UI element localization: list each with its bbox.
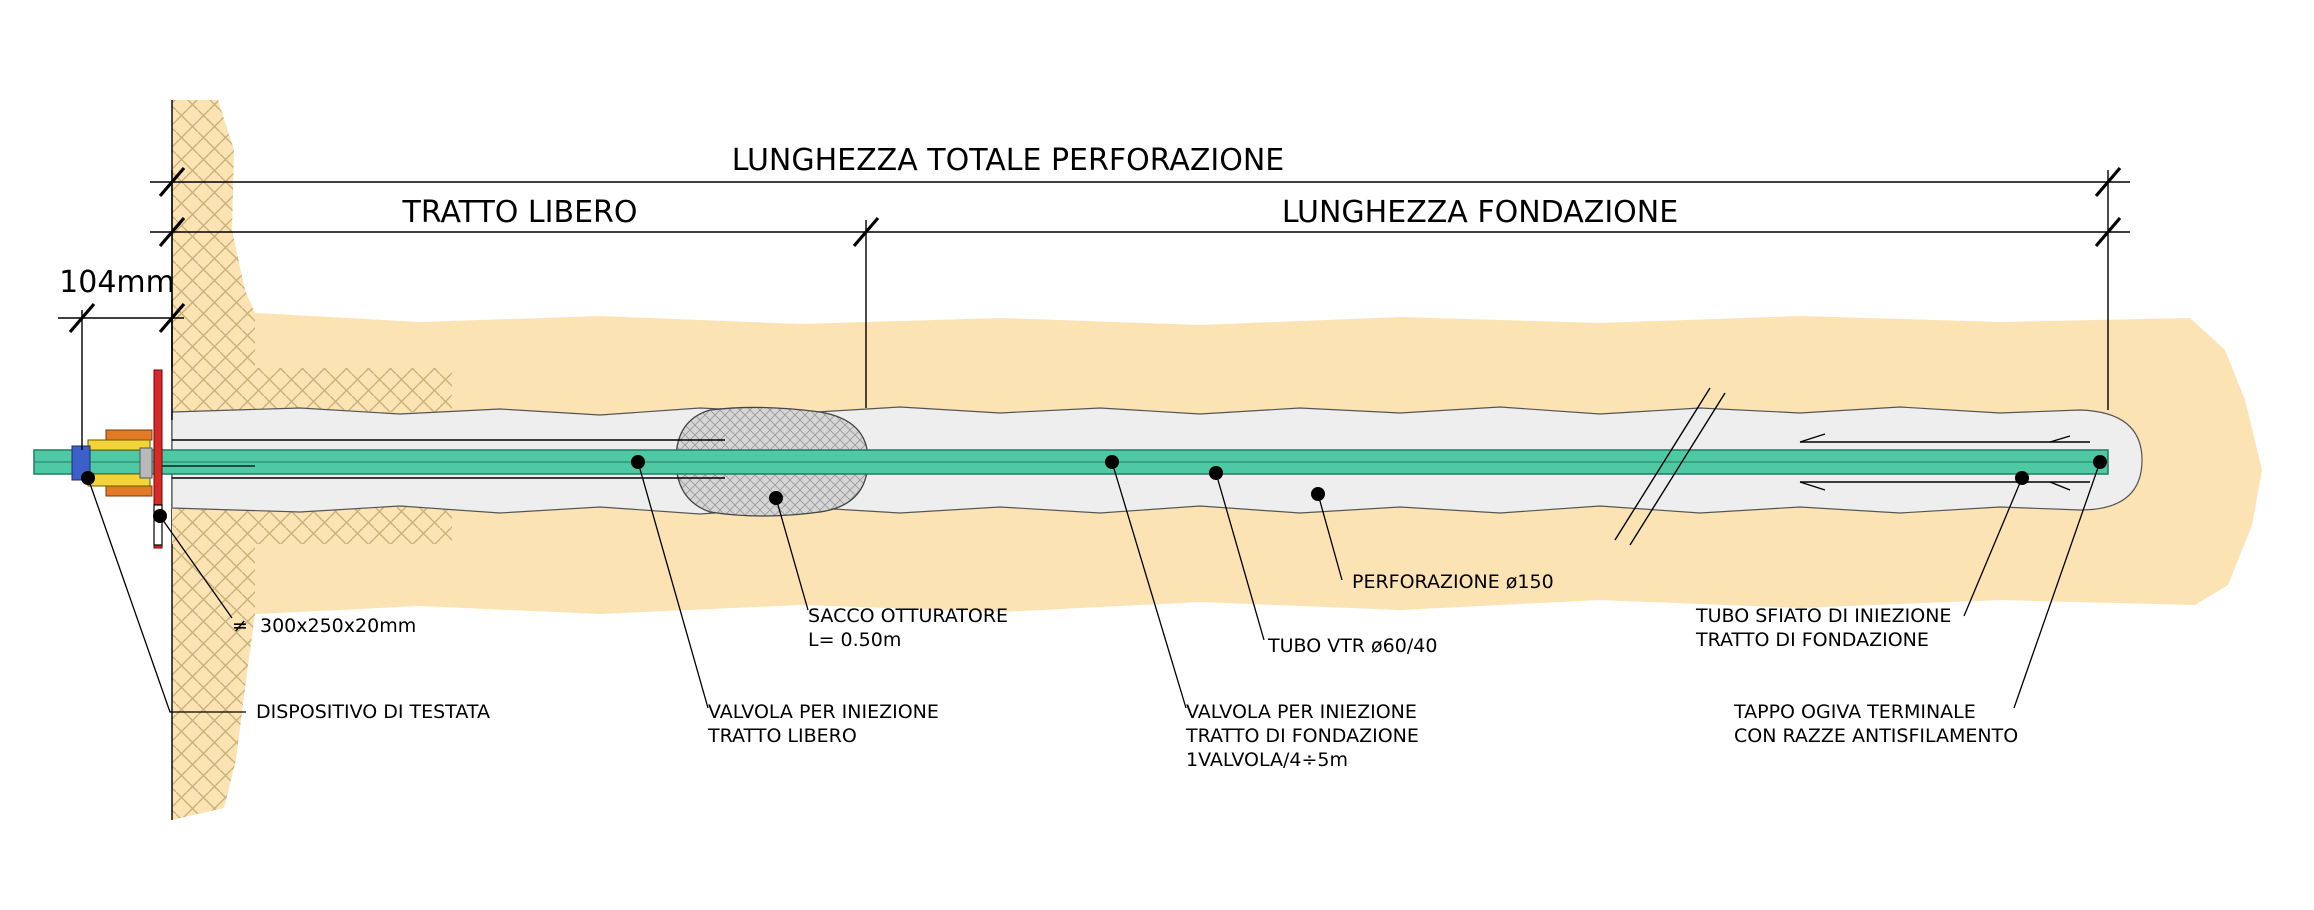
nut-orange-top	[105, 429, 153, 441]
total-length-label: LUNGHEZZA TOTALE PERFORAZIONE	[732, 143, 1285, 178]
valve-foundation-label-line2: TRATTO DI FONDAZIONE	[1185, 725, 1419, 747]
head-device-label: DISPOSITIVO DI TESTATA	[256, 701, 490, 723]
plate-label: 300x250x20mm	[260, 615, 416, 637]
free-length-label: TRATTO LIBERO	[402, 195, 638, 230]
dimension-partial	[150, 216, 2130, 408]
packer-label-line2: L= 0.50m	[808, 629, 901, 651]
head-device	[71, 369, 163, 549]
valve-foundation-label-line3: 1VALVOLA/4÷5m	[1186, 749, 1348, 771]
pipe-label: TUBO VTR ø60/40	[1267, 635, 1437, 657]
cap-label-line2: CON RAZZE ANTISFILAMENTO	[1734, 725, 2018, 747]
vent-label-line1: TUBO SFIATO DI INIEZIONE	[1695, 605, 1951, 627]
packer-label-line1: SACCO OTTURATORE	[808, 605, 1008, 627]
leaders	[81, 455, 2107, 713]
valve-foundation-label-line1: VALVOLA PER INIEZIONE	[1186, 701, 1417, 723]
valve-free-label-line1: VALVOLA PER INIEZIONE	[708, 701, 939, 723]
vent-label-line2: TRATTO DI FONDAZIONE	[1695, 629, 1929, 651]
break-marks	[1614, 387, 1726, 546]
dimension-head-offset	[58, 300, 186, 450]
borehole-label: PERFORAZIONE ø150	[1352, 571, 1554, 593]
head-offset-label: 104mm	[59, 265, 175, 300]
nut-gray	[139, 447, 153, 479]
nut-orange-bottom	[105, 485, 153, 497]
valve-free-label-line2: TRATTO LIBERO	[707, 725, 857, 747]
plate-red	[153, 369, 163, 549]
plate-symbol: ≠	[232, 615, 248, 637]
cap-label-line1: TAPPO OGIVA TERMINALE	[1733, 701, 1976, 723]
dimension-total	[150, 166, 2130, 420]
nut-yellow-top	[87, 439, 151, 451]
foundation-length-label: LUNGHEZZA FONDAZIONE	[1282, 195, 1678, 230]
plate-lower-stub	[153, 504, 163, 546]
soil-hatch-upper	[172, 368, 452, 412]
vent-tube	[1799, 433, 2090, 491]
